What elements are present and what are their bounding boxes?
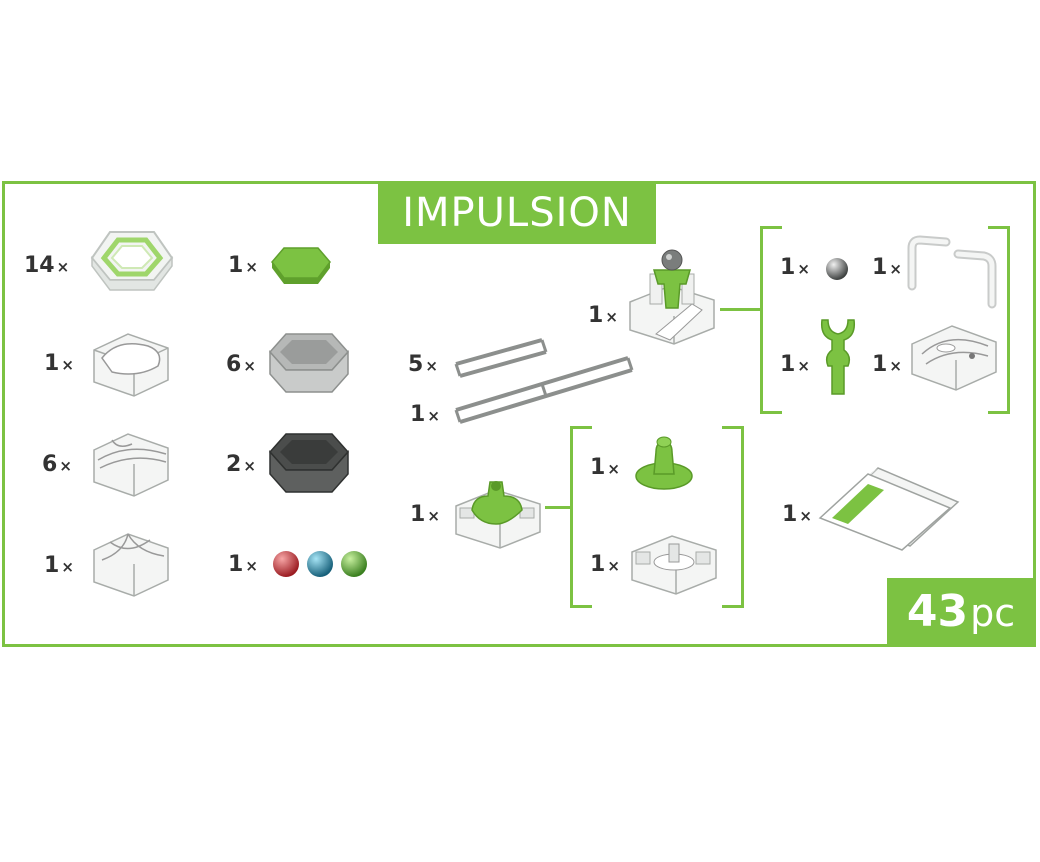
qty-green-catcher: 1× [780,352,810,377]
qty-splitter-tile: 1× [44,553,74,578]
qty-hex-base-plate: 14× [24,253,70,278]
qty-curve-tile: 1× [44,351,74,376]
qty-bent-rail: 1× [872,255,902,280]
qty-marbles: 1× [228,552,258,577]
hex-base-plate-icon [90,228,174,294]
green-spinner-top-icon [632,432,696,492]
short-rail-icon [450,336,550,382]
qty-spinner-base: 1× [590,552,620,577]
qty-gray-hex-spacer: 6× [226,352,256,377]
product-title: IMPULSION [378,182,656,244]
long-rail-icon [452,350,636,430]
dark-hex-spacer-icon [268,430,350,496]
qty-launch-tile: 1× [588,303,618,328]
impulse-connector-line [545,506,571,509]
qty-instructions: 1× [782,502,812,527]
spinner-base-icon [628,522,720,598]
green-catcher-icon [816,316,860,398]
qty-short-rail: 5× [408,352,438,377]
qty-green-hex-plate: 1× [228,253,258,278]
impulse-bracket-left [570,426,592,608]
impulse-bracket-right [722,426,744,608]
qty-green-spinner-top: 1× [590,455,620,480]
qty-spinner-tile: 1× [872,352,902,377]
qty-long-rail: 1× [410,402,440,427]
total-number: 43 [906,586,969,637]
qty-steel-ball: 1× [780,255,810,280]
spinner-tile-icon [908,316,1000,396]
launch-bracket-left [760,226,782,414]
parts-panel [2,181,1036,647]
impulse-tile-icon [450,474,546,550]
instructions-icon [818,462,966,552]
qty-swirl-tile: 6× [42,452,72,477]
total-unit: pc [970,591,1016,635]
steel-ball-icon [824,256,850,282]
qty-impulse-tile: 1× [410,502,440,527]
launch-tile-icon [626,244,718,348]
gray-hex-spacer-icon [268,330,350,396]
curve-tile-icon [88,328,174,400]
splitter-tile-icon [88,526,174,600]
bent-rail-icon [906,234,1000,310]
marbles-icon [270,548,370,580]
green-hex-plate-icon [270,244,332,288]
launch-bracket-right [988,226,1010,414]
launch-connector-line [720,308,762,311]
swirl-tile-icon [88,428,174,500]
qty-dark-hex-spacer: 2× [226,452,256,477]
